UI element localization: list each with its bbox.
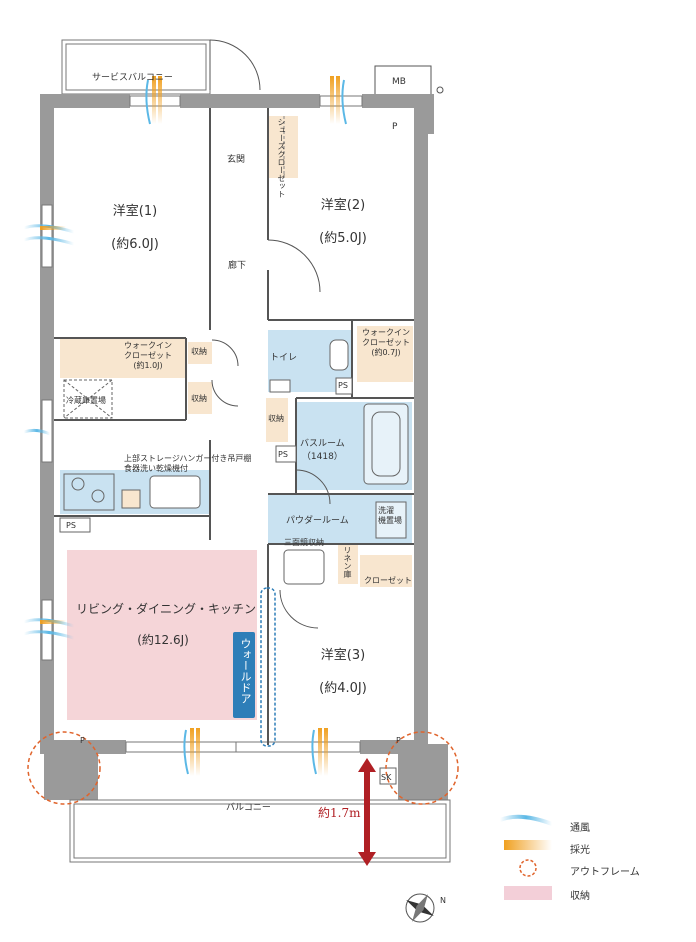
three-mirror-label: 三面鏡収納 bbox=[284, 538, 324, 547]
wall-door-label-bg bbox=[233, 632, 255, 718]
western-room-2: 洋室(2) (約5.0J) bbox=[298, 194, 388, 246]
wic1-label: ウォークイン クローゼット (約1.0J) bbox=[124, 341, 172, 370]
western-room-1-name: 洋室(1) bbox=[112, 204, 158, 219]
wic2-label: ウォークイン クローゼット (約0.7J) bbox=[362, 328, 410, 357]
storage-fill-2 bbox=[188, 382, 212, 414]
shoes-closet-fill bbox=[268, 116, 298, 178]
legend-light-label: 採光 bbox=[570, 844, 590, 856]
ldk-room: リビング・ダイニング・キッチン (約12.6J) bbox=[76, 600, 256, 648]
legend-outframe-label: アウトフレーム bbox=[570, 866, 640, 878]
balcony-label: バルコニー bbox=[226, 803, 271, 813]
closet-fill bbox=[360, 555, 412, 587]
storage-label-1: 収納 bbox=[191, 347, 207, 356]
western-room-3-size: (約4.0J) bbox=[319, 681, 367, 696]
western-room-2-size: (約5.0J) bbox=[319, 231, 367, 246]
fixture-lines bbox=[59, 339, 409, 785]
hallway-label: 廊下 bbox=[228, 261, 247, 271]
compass-n-label: N bbox=[440, 896, 446, 905]
shoes-closet-label: シューズクローゼット bbox=[277, 118, 286, 198]
p-label-top: P bbox=[392, 122, 398, 132]
balcony-outline bbox=[69, 799, 451, 863]
wall-door-outline bbox=[260, 587, 276, 747]
toilet-label: トイレ bbox=[270, 353, 298, 363]
entrance-label: 玄関 bbox=[227, 155, 246, 165]
fridge-label: 冷蔵庫置場 bbox=[66, 396, 106, 405]
ps-label-2: PS bbox=[278, 450, 288, 459]
outframe-icon bbox=[519, 859, 537, 877]
p-label-left: P bbox=[80, 736, 85, 745]
outframe-circle-left bbox=[27, 731, 101, 805]
light-icon bbox=[504, 840, 552, 850]
bathroom-label: バスルーム （1418） bbox=[300, 439, 345, 462]
daylight-markers bbox=[40, 76, 340, 776]
compass-icon bbox=[405, 893, 435, 923]
sk-label: SK bbox=[381, 773, 392, 782]
linen-label: リネン庫 bbox=[343, 546, 352, 578]
service-balcony bbox=[61, 39, 211, 95]
wind-icon bbox=[499, 814, 553, 826]
doors bbox=[209, 39, 331, 629]
closet-label: クローゼット bbox=[364, 576, 412, 585]
western-room-2-name: 洋室(2) bbox=[320, 198, 366, 213]
kitchen-note: 上部ストレージハンガー付き吊戸棚 食器洗い乾燥機付 bbox=[124, 454, 252, 473]
ps-label-1: PS bbox=[338, 381, 348, 390]
windows bbox=[41, 95, 363, 753]
storage-icon bbox=[504, 886, 552, 900]
storage-label-3: 収納 bbox=[268, 414, 284, 423]
service-balcony-label: サービスバルコニー bbox=[92, 73, 173, 83]
storage-label-2: 収納 bbox=[191, 394, 207, 403]
mb-label: MB bbox=[392, 77, 406, 87]
western-room-3: 洋室(3) (約4.0J) bbox=[298, 644, 388, 696]
western-room-1: 洋室(1) (約6.0J) bbox=[90, 200, 180, 252]
legend-wind-label: 通風 bbox=[570, 822, 590, 834]
ps-label-3: PS bbox=[66, 521, 76, 530]
legend-storage-label: 収納 bbox=[570, 890, 590, 902]
western-room-1-size: (約6.0J) bbox=[111, 237, 159, 252]
ldk-name: リビング・ダイニング・キッチン bbox=[76, 602, 257, 616]
washer-label: 洗濯 機置場 bbox=[378, 506, 402, 525]
depth-arrow bbox=[358, 758, 376, 866]
p-label-right: P bbox=[396, 736, 401, 745]
interior-walls bbox=[54, 108, 414, 745]
storage-fill-1 bbox=[188, 342, 212, 364]
storage-fill-3 bbox=[266, 398, 288, 442]
wic1-fill bbox=[60, 338, 185, 378]
western-room-3-name: 洋室(3) bbox=[320, 648, 366, 663]
vent-vertical bbox=[145, 79, 347, 775]
ldk-fill bbox=[67, 550, 257, 720]
linen-fill bbox=[338, 544, 358, 584]
depth-label: 約1.7m bbox=[318, 806, 361, 820]
wall-door-label: ウォールドア bbox=[239, 638, 252, 704]
powder-room-label: パウダールーム bbox=[286, 516, 349, 526]
legend-icons bbox=[499, 814, 553, 900]
outframe-circle-right bbox=[385, 731, 459, 805]
ldk-size: (約12.6J) bbox=[137, 633, 189, 647]
mb-box bbox=[374, 65, 432, 97]
wic2-fill bbox=[357, 326, 413, 382]
